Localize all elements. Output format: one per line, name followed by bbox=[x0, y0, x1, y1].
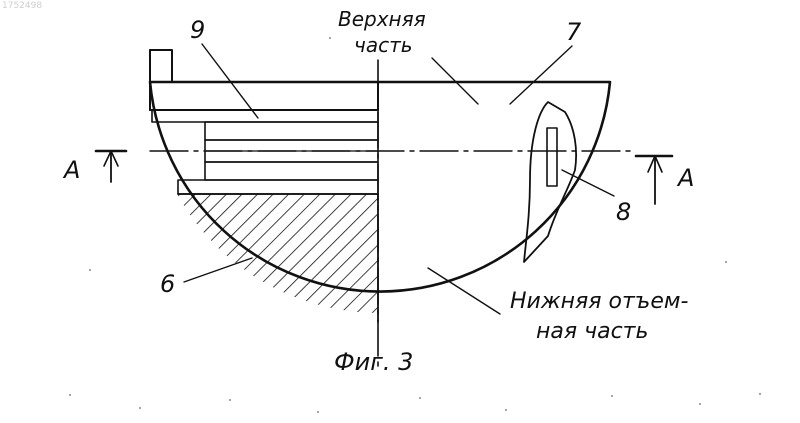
leader-6 bbox=[184, 258, 252, 282]
housing-step bbox=[150, 50, 172, 82]
section-mark-right bbox=[636, 156, 672, 204]
label-lower-part-line1: Нижняя отъем- bbox=[510, 289, 688, 314]
insert-upper-cross bbox=[205, 122, 378, 140]
label-part-6: 6 bbox=[160, 270, 175, 298]
insert-lower bbox=[178, 180, 378, 194]
cutout-element-8 bbox=[524, 102, 576, 262]
lower-housing-section bbox=[148, 194, 378, 374]
label-part-8: 8 bbox=[616, 198, 631, 226]
upper-housing-section bbox=[150, 50, 378, 110]
watermark-text: 1752498 bbox=[2, 1, 42, 11]
cutout-slot bbox=[547, 128, 557, 186]
insert-upper bbox=[152, 110, 378, 122]
section-mark-left bbox=[96, 151, 126, 182]
label-part-9: 9 bbox=[190, 16, 205, 44]
figure-caption: Фиг. 3 bbox=[334, 348, 413, 376]
label-upper-part: Верхняя часть bbox=[338, 7, 432, 57]
label-part-7: 7 bbox=[566, 18, 582, 46]
label-upper-part-line1: Верхняя bbox=[338, 7, 426, 31]
insert-lower-cross bbox=[205, 162, 378, 180]
label-upper-part-line2: часть bbox=[354, 33, 413, 57]
scan-noise bbox=[69, 37, 761, 413]
label-lower-part: Нижняя отъем- ная часть bbox=[510, 289, 695, 344]
section-label-right: A bbox=[676, 164, 694, 192]
section-label-left: A bbox=[62, 156, 80, 184]
leader-7 bbox=[510, 46, 572, 104]
label-lower-part-line2: ная часть bbox=[536, 319, 648, 344]
